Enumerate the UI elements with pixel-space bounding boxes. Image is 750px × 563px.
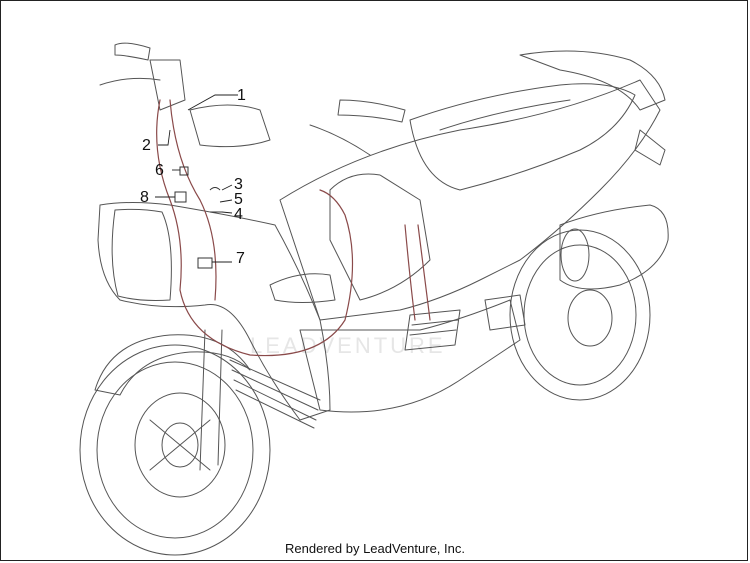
front-fender	[94, 334, 251, 396]
tail	[519, 50, 666, 111]
part-3-clamp	[209, 187, 221, 191]
steering-cover	[189, 104, 271, 148]
left-grip	[114, 42, 151, 61]
front-shield	[97, 202, 331, 421]
side-badge	[269, 273, 336, 303]
leader-4	[221, 211, 233, 214]
right-lever	[309, 124, 371, 156]
inner-panel	[329, 173, 431, 301]
rear-light	[634, 129, 666, 166]
callout-1: 1	[237, 87, 246, 104]
side-body	[279, 79, 661, 321]
leader-3	[221, 184, 233, 191]
part-7-switch	[197, 257, 213, 269]
callout-3: 3	[234, 176, 243, 193]
footer-credit: Rendered by LeadVenture, Inc.	[285, 541, 465, 556]
callout-5: 5	[234, 191, 243, 208]
watermark: LEADVENTURE	[250, 333, 446, 358]
callout-2: 2	[142, 137, 151, 154]
lower-body	[299, 299, 521, 413]
muffler	[559, 204, 669, 290]
headlight	[111, 208, 172, 301]
front-wheel	[79, 344, 271, 556]
rear-wheel	[509, 229, 651, 401]
part-6-clip	[179, 166, 189, 176]
callout-7: 7	[236, 250, 245, 267]
callout-8: 8	[140, 189, 149, 206]
leader-5	[219, 199, 233, 203]
brake-cable-right	[169, 99, 217, 301]
grille	[229, 309, 461, 429]
handlebar-center	[149, 59, 186, 111]
callout-6: 6	[155, 162, 164, 179]
footrest	[484, 294, 526, 331]
leader-1	[187, 94, 238, 111]
left-lever	[99, 77, 161, 86]
front-fork	[199, 329, 223, 471]
seat	[409, 83, 636, 191]
part-8-bracket	[174, 191, 187, 203]
right-grip	[337, 99, 406, 123]
callout-4: 4	[234, 206, 243, 223]
rear-brake-cable	[404, 224, 431, 321]
brake-cable-left	[156, 99, 354, 357]
leader-2	[158, 129, 171, 146]
